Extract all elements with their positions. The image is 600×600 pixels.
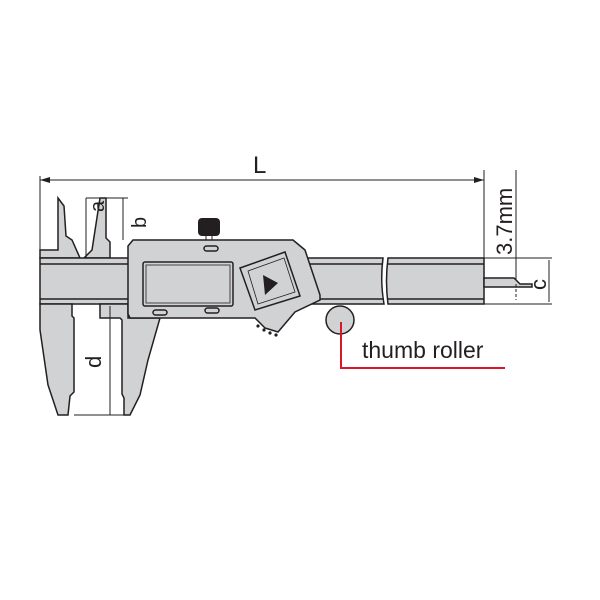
- thumb-roller-callout-line: [340, 322, 505, 369]
- fixed-lower-jaw: [39, 303, 75, 416]
- slider-lower-jaw: [99, 303, 161, 416]
- thumb-roller-label: thumb roller: [362, 337, 484, 363]
- depth-rod: [483, 277, 533, 288]
- rod-thickness-label: 3.7mm: [492, 188, 517, 255]
- b-label: b: [129, 217, 151, 228]
- c-label: c: [526, 279, 551, 290]
- a-label: a: [87, 200, 109, 212]
- play-button-icon: [263, 275, 278, 295]
- lock-screw-icon: [198, 218, 220, 236]
- fixed-upper-jaw: [39, 195, 82, 259]
- lcd-display: [142, 261, 234, 307]
- length-label: L: [253, 152, 266, 179]
- d-label: d: [81, 356, 106, 368]
